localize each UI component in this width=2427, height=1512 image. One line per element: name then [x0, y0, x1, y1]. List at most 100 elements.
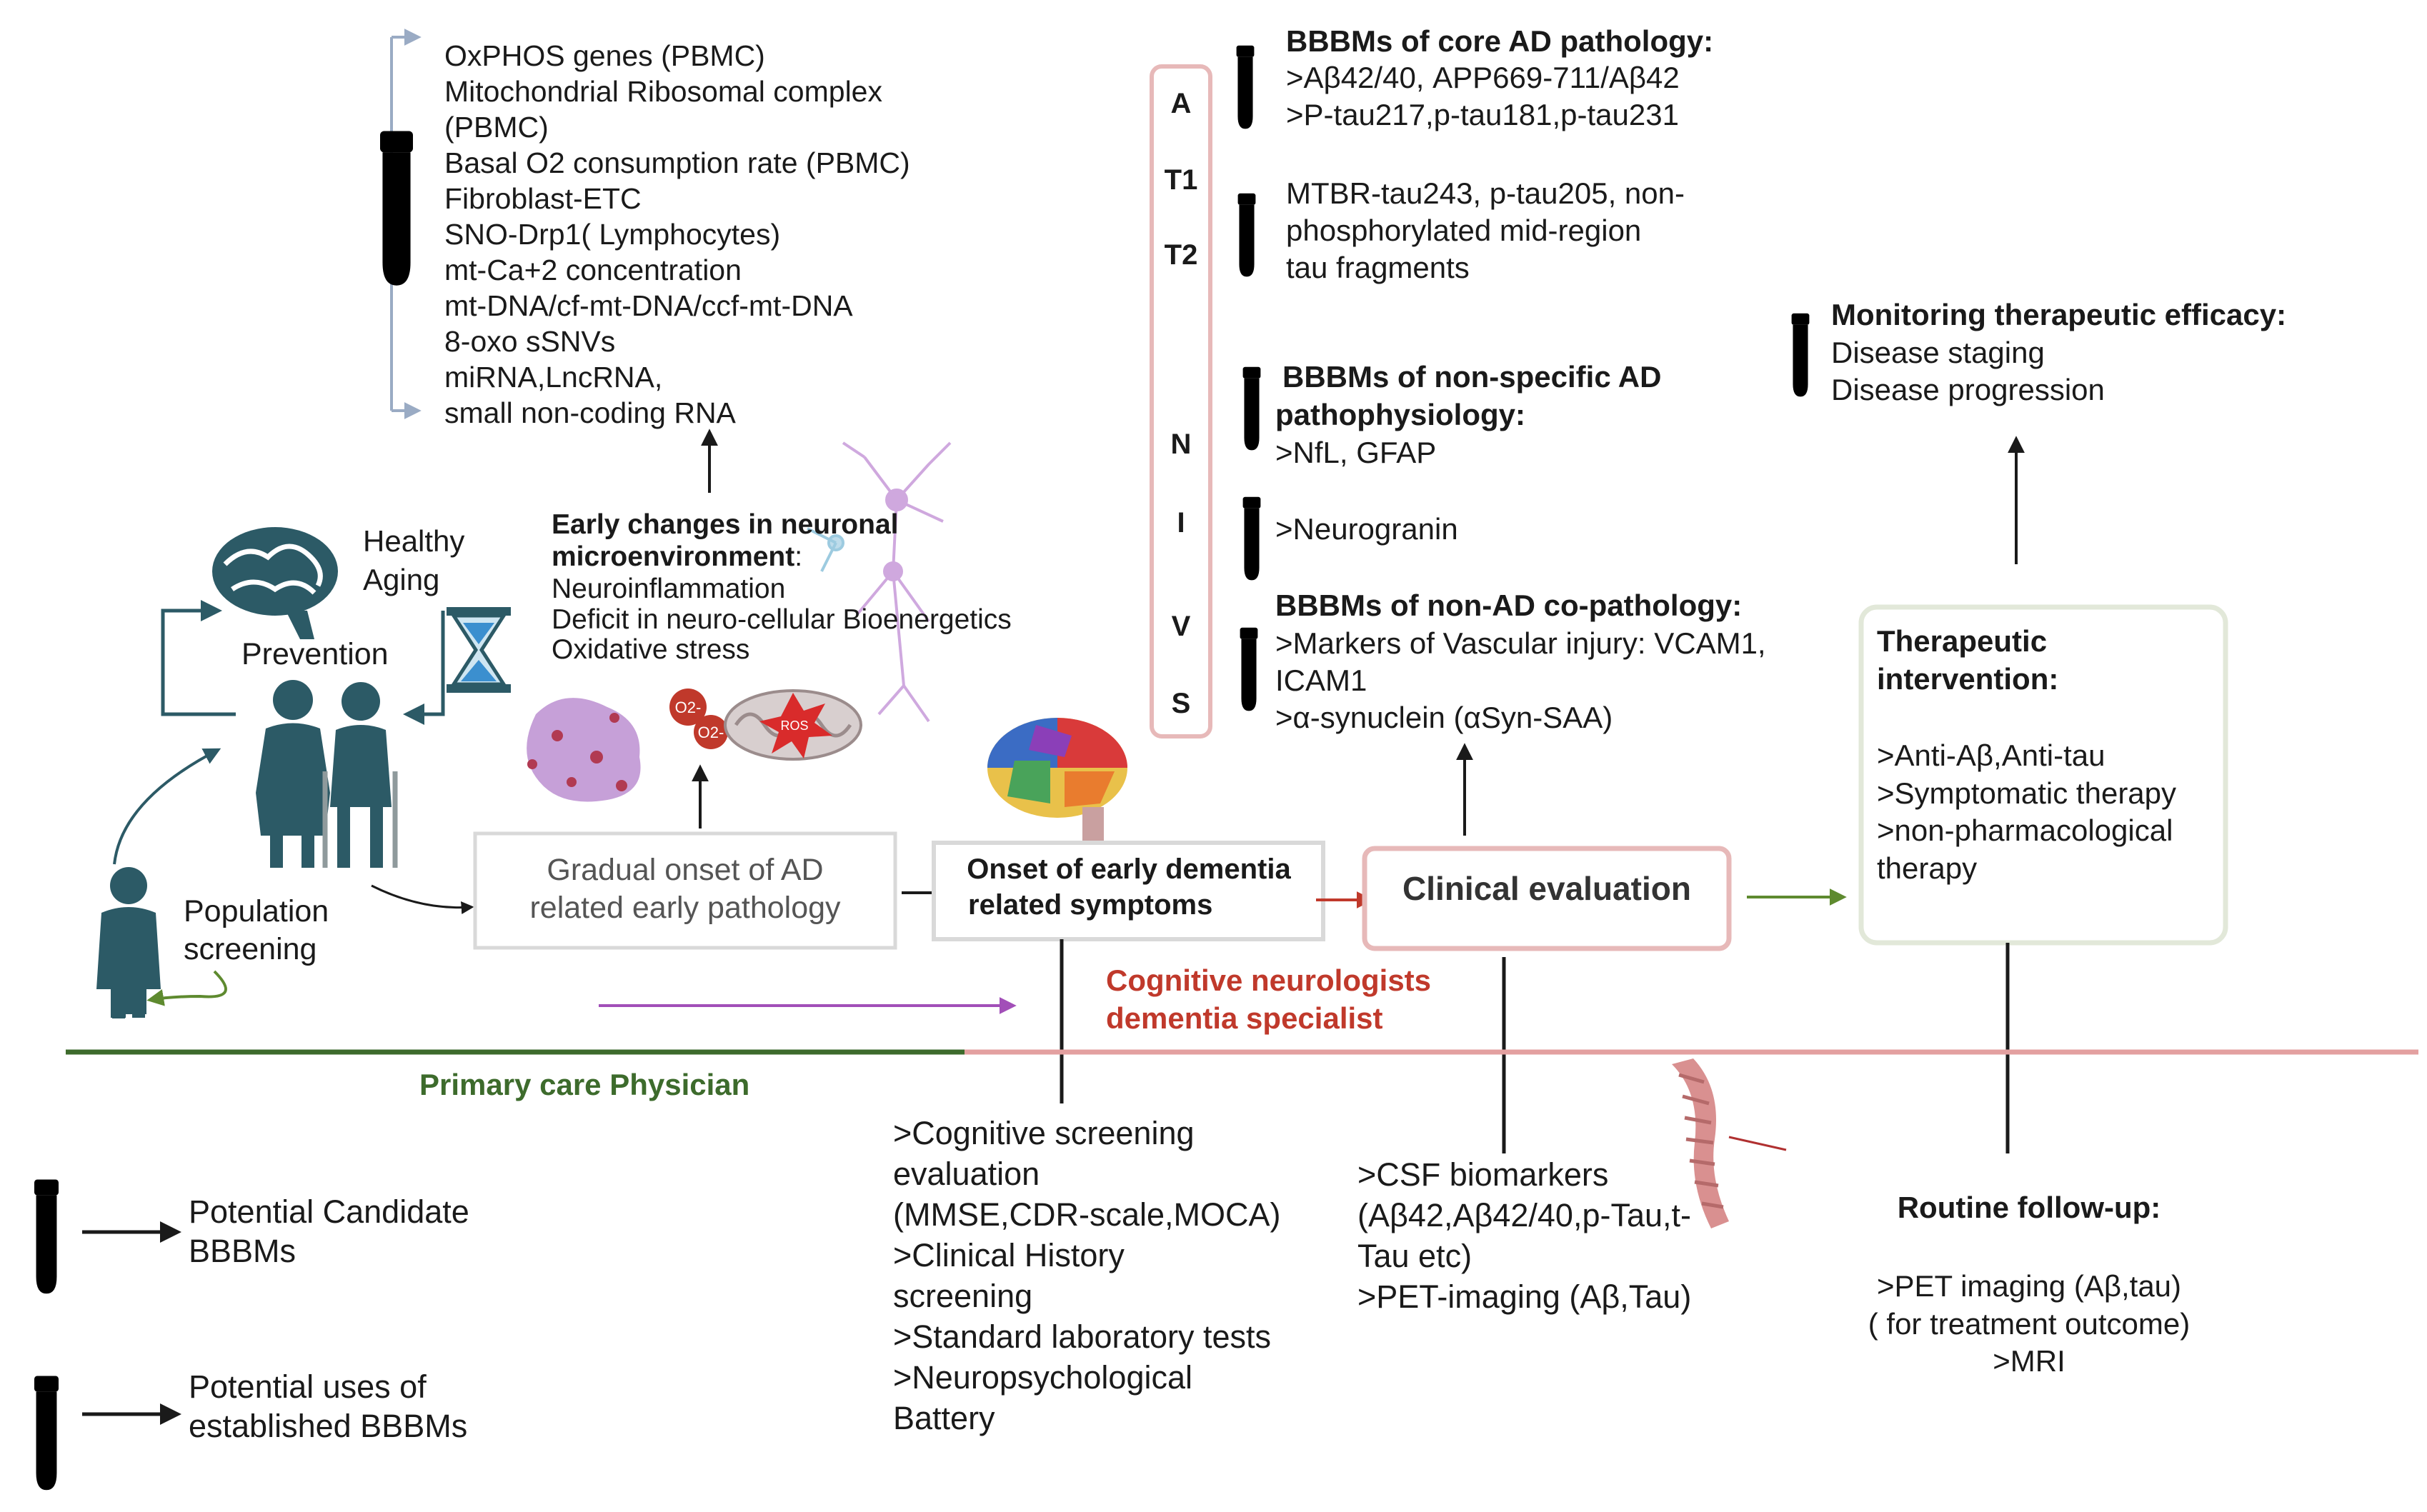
mtbr-line: phosphorylated mid-region: [1286, 214, 1641, 247]
atn-letter: S: [1172, 688, 1191, 719]
blood-tube-blue-icon: [1791, 313, 1810, 397]
legend-established-label: established BBBMs: [189, 1408, 467, 1444]
mito-biomarker-item: 8-oxo sSNVs: [444, 325, 615, 358]
atn-framework-box: [1150, 64, 1212, 739]
monitoring-title: Monitoring therapeutic efficacy:: [1831, 298, 2286, 331]
atn-letter: I: [1177, 507, 1185, 539]
therapeutic-title: intervention:: [1877, 662, 2058, 696]
mito-biomarker-item: miRNA,LncRNA,: [444, 361, 662, 394]
svg-text:O2-: O2-: [698, 724, 724, 741]
cognitive-specialist-label: dementia specialist: [1106, 1001, 1383, 1035]
early-changes-item: Oxidative stress: [552, 634, 749, 665]
legend-red-tube-icon: [34, 1376, 59, 1491]
csf-biomarker-item: >PET-imaging (Aβ,Tau): [1357, 1278, 1691, 1315]
puzzle-brain-icon: [987, 718, 1127, 850]
core-ad-line: >P-tau217,p-tau181,p-tau231: [1286, 98, 1679, 131]
ros-molecule-icon: O2- O2-: [669, 689, 728, 749]
mtbr-line: tau fragments: [1286, 251, 1470, 284]
cognitive-screening-item: >Standard laboratory tests: [893, 1318, 1271, 1355]
co-pathology-title: BBBMs of non-AD co-pathology:: [1275, 589, 1742, 622]
therapeutic-intervention-box: [1858, 604, 2228, 946]
early-changes-title-1: Early changes in neuronal: [552, 509, 898, 540]
core-ad-line: >Aβ42/40, APP669-711/Aβ42: [1286, 61, 1680, 94]
non-specific-title: BBBMs of non-specific AD: [1282, 360, 1661, 394]
population-screening-label-2: screening: [184, 932, 317, 966]
blood-tube-blue-icon: [1237, 193, 1256, 277]
non-specific-title: pathophysiology:: [1275, 398, 1525, 431]
onset-dementia-label: related symptoms: [968, 889, 1212, 921]
follow-up-line: >MRI: [1993, 1344, 2065, 1378]
mito-biomarker-item: Fibroblast-ETC: [444, 182, 642, 215]
co-pathology-line: ICAM1: [1275, 664, 1367, 697]
clinical-evaluation-box: [1362, 846, 1732, 951]
cognitive-screening-item: >Cognitive screening: [893, 1115, 1195, 1151]
legend-blue-tube-icon: [34, 1179, 59, 1294]
atn-letter: A: [1171, 88, 1192, 119]
co-pathology-line: >α-synuclein (αSyn-SAA): [1275, 701, 1613, 734]
svg-text:ROS: ROS: [780, 719, 808, 733]
spine-csf-icon: [1672, 1058, 1787, 1228]
csf-biomarker-item: Tau etc): [1357, 1238, 1472, 1274]
population-screening-label-1: Population: [184, 894, 329, 928]
mito-biomarker-item: (PBMC): [444, 111, 549, 144]
follow-up-line: ( for treatment outcome): [1868, 1307, 2191, 1341]
mito-biomarker-item: Mitochondrial Ribosomal complex: [444, 75, 882, 108]
mito-biomarker-item: mt-Ca+2 concentration: [444, 254, 742, 286]
monitoring-line: Disease staging: [1831, 336, 2045, 369]
atn-letter: T2: [1165, 239, 1198, 271]
mito-biomarker-item: OxPHOS genes (PBMC): [444, 39, 765, 72]
blood-tube-blue-icon: [380, 131, 413, 286]
blood-tube-red-icon: [1236, 45, 1255, 129]
svg-text:O2-: O2-: [675, 699, 702, 716]
neuron-illustration: [807, 441, 952, 723]
gradual-onset-label: Gradual onset of AD: [547, 853, 823, 887]
prevention-loop-left: [161, 600, 236, 716]
healthy-aging-label-2: Aging: [363, 563, 439, 596]
cognitive-screening-item: (MMSE,CDR-scale,MOCA): [893, 1196, 1281, 1233]
cognitive-screening-list: >Cognitive screeningevaluation(MMSE,CDR-…: [893, 1115, 1281, 1436]
microglia-cell-icon: [527, 698, 641, 802]
legend-candidate-label: Potential Candidate: [189, 1193, 469, 1230]
co-pathology-line: >Markers of Vascular injury: VCAM1,: [1275, 626, 1766, 660]
therapeutic-line: >non-pharmacological: [1877, 813, 2173, 847]
follow-up-line: >PET imaging (Aβ,tau): [1877, 1269, 2181, 1303]
cognitive-screening-item: >Neuropsychological: [893, 1359, 1192, 1396]
cognitive-screening-item: >Clinical History: [893, 1237, 1125, 1273]
onset-dementia-label: Onset of early dementia: [967, 853, 1291, 885]
monitoring-line: Disease progression: [1831, 373, 2105, 406]
atn-letter: N: [1171, 429, 1192, 460]
csf-biomarker-item: >CSF biomarkers: [1357, 1156, 1608, 1193]
mitochondrial-biomarker-list: OxPHOS genes (PBMC)Mitochondrial Ribosom…: [380, 29, 910, 429]
early-changes-item: Deficit in neuro-cellular Bioenergetics: [552, 604, 1012, 635]
mtbr-line: MTBR-tau243, p-tau205, non-: [1286, 176, 1685, 210]
early-changes-title-2: microenvironment:: [552, 541, 802, 572]
healthy-aging-label-1: Healthy: [363, 524, 464, 558]
arrow-screening-to-gradual-onset: [371, 884, 474, 914]
prevention-loop-right: [403, 611, 445, 725]
core-ad-title: BBBMs of core AD pathology:: [1286, 24, 1713, 58]
therapeutic-line: therapy: [1877, 851, 1977, 885]
cognitive-screening-item: Battery: [893, 1400, 995, 1436]
prevention-label: Prevention: [241, 637, 389, 671]
early-changes-item: Neuroinflammation: [552, 574, 785, 604]
gradual-onset-box: [473, 831, 897, 950]
atn-letter: V: [1172, 611, 1191, 642]
brain-icon: [212, 527, 338, 639]
therapeutic-line: >Symptomatic therapy: [1877, 776, 2176, 810]
csf-biomarker-list: >CSF biomarkers (Aβ42,Aβ42/40,p-Tau,t- Tau…: [1357, 1156, 1691, 1315]
therapeutic-line: >Anti-Aβ,Anti-tau: [1877, 739, 2105, 772]
mitochondria-icon: ROS: [724, 689, 862, 761]
elderly-couple-icon: [256, 680, 398, 868]
blood-tube-blue-icon: [1240, 627, 1258, 711]
gradual-onset-label: related early pathology: [529, 891, 841, 925]
mito-biomarker-item: Basal O2 consumption rate (PBMC): [444, 146, 910, 179]
neurogranin-label: >Neurogranin: [1275, 512, 1458, 546]
arrow-screening-to-couple: [113, 748, 221, 865]
follow-up-title: Routine follow-up:: [1898, 1191, 2161, 1224]
primary-care-label: Primary care Physician: [419, 1068, 749, 1101]
csf-biomarker-item: (Aβ42,Aβ42/40,p-Tau,t-: [1357, 1197, 1691, 1233]
legend-established-label: Potential uses of: [189, 1368, 427, 1405]
mito-biomarker-item: small non-coding RNA: [444, 396, 737, 429]
